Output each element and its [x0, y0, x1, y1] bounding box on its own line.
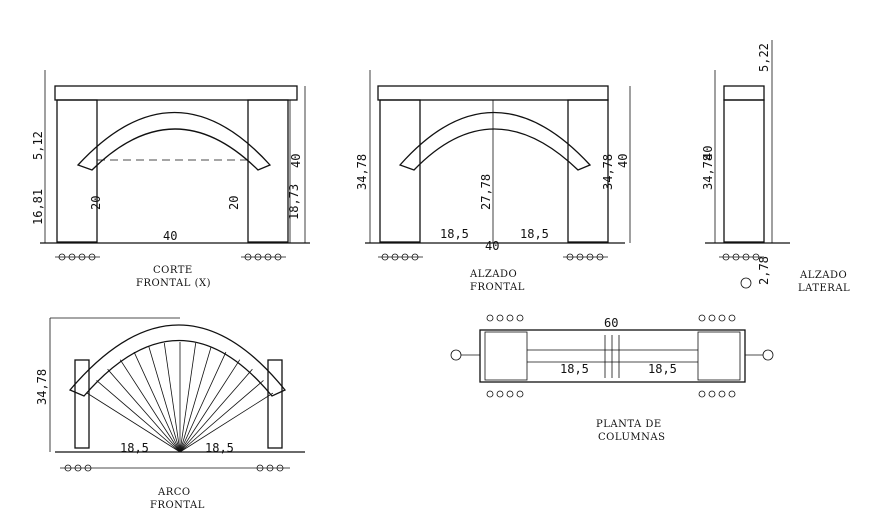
title-alzado-sub: FRONTAL: [470, 282, 525, 293]
footing-symbols-right: [241, 253, 286, 261]
radial-line: [179, 392, 274, 453]
radial-line: [179, 346, 212, 453]
dim-left-high: 5,12: [31, 131, 45, 160]
arch-truss: [68, 324, 287, 397]
dim-half-left: 18,5: [440, 227, 469, 241]
lateral-beam: [723, 85, 765, 101]
radial-line: [179, 343, 197, 453]
title-planta: PLANTA DE: [596, 419, 662, 430]
radial-line: [119, 359, 181, 453]
left-post: [74, 359, 90, 449]
footing-symbols-right: [563, 253, 608, 261]
dim-half-left: 18,5: [120, 441, 149, 455]
footing-symbols: [719, 253, 764, 289]
dim-right: 34,78: [601, 154, 615, 190]
radial-line: [96, 380, 181, 453]
dim-inner: 20: [227, 196, 241, 210]
dim-span: 40: [485, 239, 499, 253]
top-beam: [54, 85, 298, 101]
arch-truss: [76, 111, 272, 171]
radial-lines: [86, 342, 274, 453]
title-arco-sub: FRONTAL: [150, 500, 205, 511]
right-column: [567, 99, 609, 243]
dim-half-left: 18,5: [560, 362, 589, 376]
radial-line: [179, 359, 241, 453]
footing-symbols-left: [55, 253, 100, 261]
view-planta-columnas: 60 18,5 18,5 PLANTA DE COLUMNAS: [450, 314, 774, 443]
title-arco: ARCO: [157, 487, 191, 498]
radial-line: [107, 368, 181, 453]
dim-top: 5,22: [757, 43, 771, 72]
footing-symbols-left: [378, 253, 423, 261]
plan-outline: [479, 329, 746, 383]
dim-height: 34,78: [701, 154, 715, 190]
title-corte: CORTE: [153, 265, 193, 276]
plan-right-column: [697, 331, 741, 381]
dim-half-right: 18,5: [520, 227, 549, 241]
radial-line: [179, 351, 227, 453]
dim-length: 60: [604, 316, 618, 330]
footing-symbols: [60, 464, 290, 472]
view-arco-frontal: 34,78 18,5 18,5 ARCO FRONTAL: [35, 317, 305, 511]
dim-right-a: 18,73: [287, 184, 301, 220]
radial-line: [86, 392, 181, 453]
dim-half-right: 18,5: [205, 441, 234, 455]
title-lateral: ALZADO: [799, 270, 847, 281]
dim-height: 34,78: [355, 154, 369, 190]
left-column: [56, 99, 98, 243]
arch-truss: [398, 111, 592, 171]
title-alzado: ALZADO: [469, 269, 517, 280]
radial-line: [179, 380, 264, 453]
plan-left-column: [484, 331, 528, 381]
title-corte-sub: FRONTAL (X): [136, 278, 211, 289]
top-beam: [377, 85, 609, 101]
radial-line: [133, 351, 181, 453]
title-lateral-sub: LATERAL: [798, 283, 850, 294]
view-corte-frontal: 40 16,81 5,12 20 20 18,73 40 CORTE FRONT…: [31, 70, 310, 289]
dim-half-right: 18,5: [648, 362, 677, 376]
dim-left-low: 16,81: [31, 189, 45, 225]
dim-mid: 27,78: [479, 174, 493, 210]
radial-line: [148, 346, 181, 453]
dim-right2: 40: [616, 154, 630, 168]
dim-base: 2,78: [757, 256, 771, 285]
title-planta-sub: COLUMNAS: [598, 432, 665, 443]
right-column: [247, 99, 289, 243]
lateral-column: [723, 99, 765, 243]
view-alzado-lateral: 5,22 34,78 40 2,78 ALZADO LATERAL: [701, 40, 850, 294]
dim-height: 34,78: [35, 369, 49, 405]
right-post: [267, 359, 283, 449]
dim-right-b: 40: [289, 154, 303, 168]
radial-line: [163, 343, 181, 453]
dim-height2: 40: [701, 146, 715, 160]
plan-grid-bubbles: [450, 314, 774, 398]
view-alzado-frontal: 40 18,5 18,5 34,78 27,78 34,78 40 ALZADO…: [355, 70, 631, 293]
dim-inner2: 20: [89, 196, 103, 210]
dim-span: 40: [163, 229, 177, 243]
radial-line: [179, 368, 253, 453]
left-column: [379, 99, 421, 243]
